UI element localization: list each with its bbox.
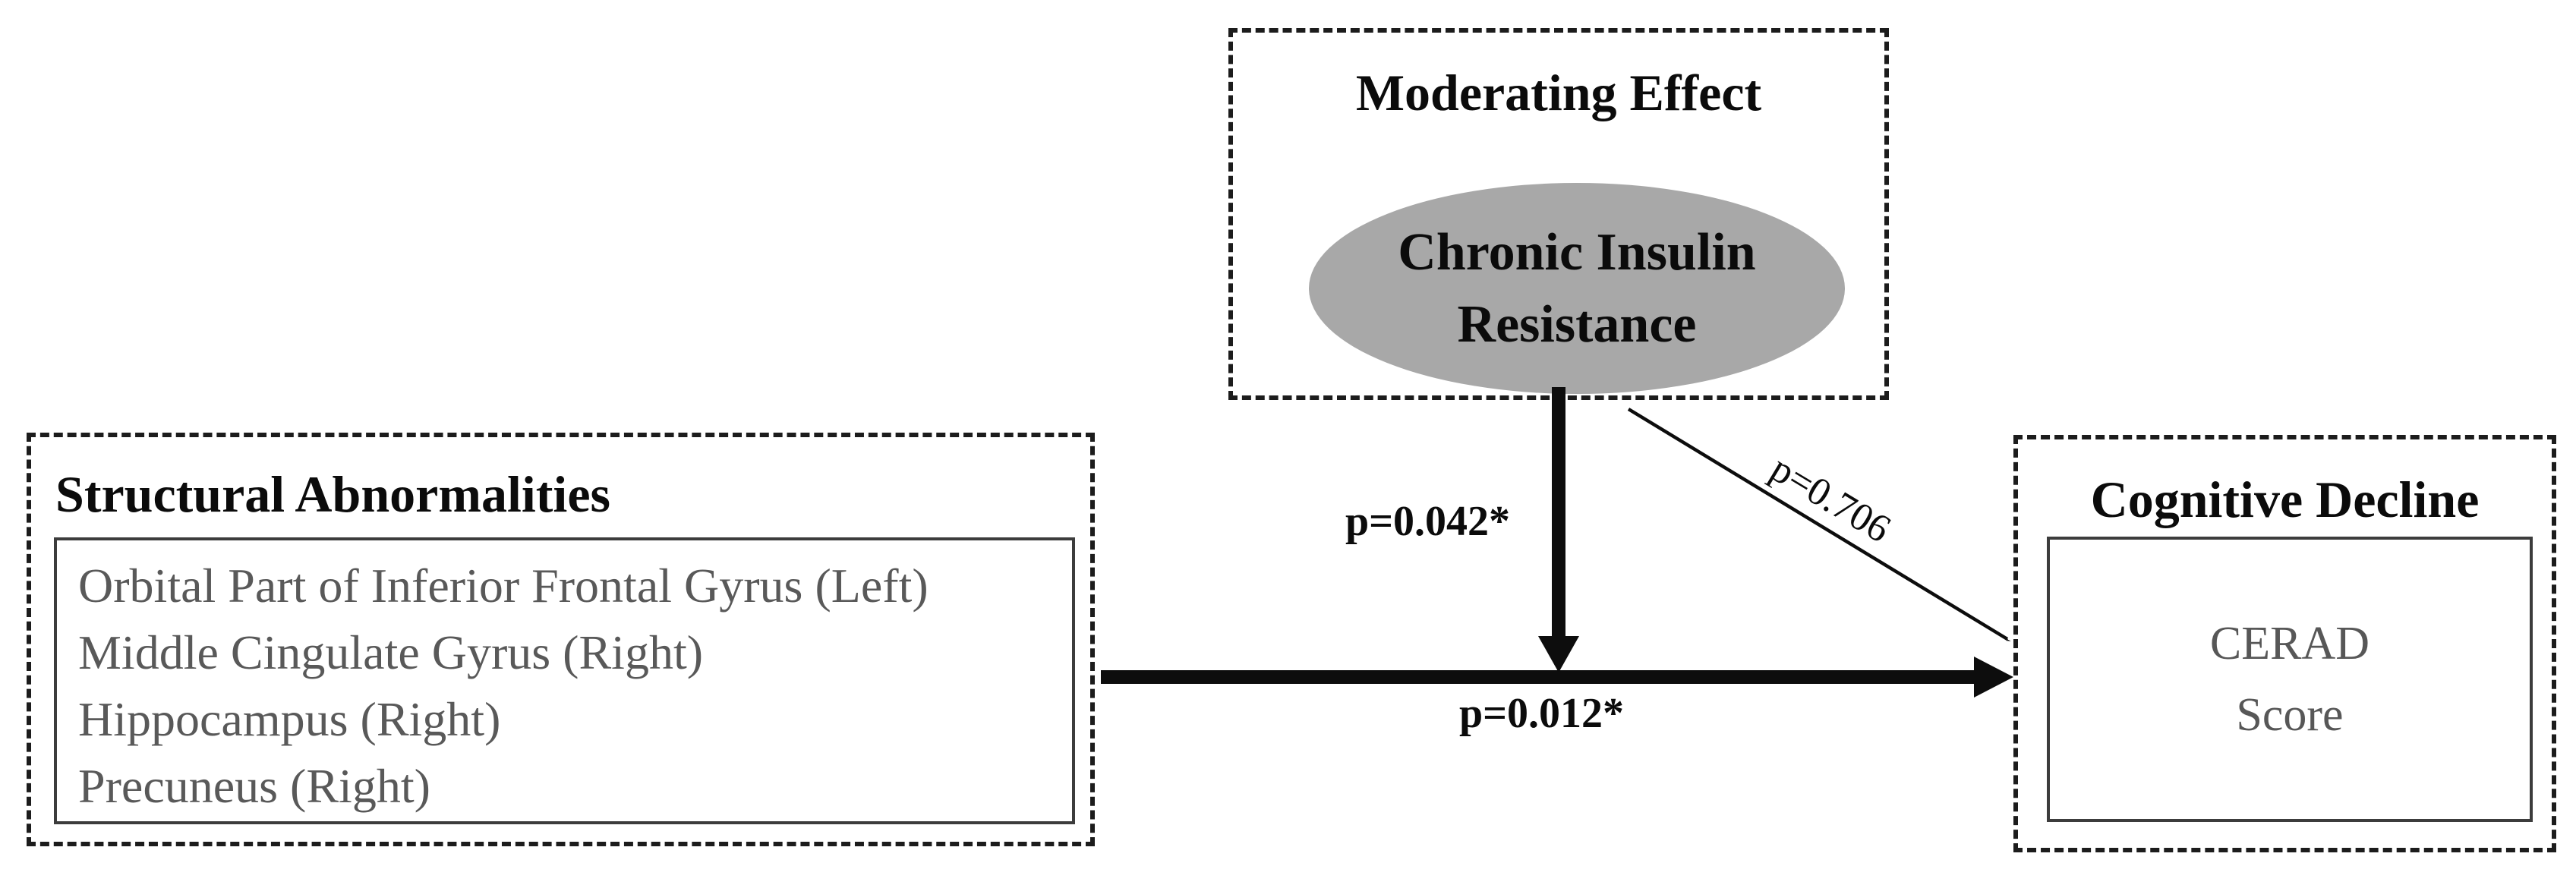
moderating-effect-box: Moderating Effect Chronic Insulin Resist…: [1228, 28, 1889, 400]
cognitive-decline-title: Cognitive Decline: [2090, 471, 2480, 528]
moderating-effect-title: Moderating Effect: [1355, 64, 1762, 121]
cerad-score-box: CERAD Score: [2047, 537, 2533, 822]
structural-abnormalities-box: Structural Abnormalities Orbital Part of…: [27, 433, 1095, 846]
brain-region-list: Orbital Part of Inferior Frontal Gyrus (…: [57, 540, 1072, 820]
moderator-direct-p-value: p=0.706: [1763, 446, 1898, 552]
moderation-p-value: p=0.042*: [1345, 498, 1511, 545]
list-item: Orbital Part of Inferior Frontal Gyrus (…: [78, 559, 929, 613]
structural-abnormalities-title: Structural Abnormalities: [55, 465, 610, 523]
list-item: Hippocampus (Right): [78, 692, 501, 746]
list-item: Precuneus (Right): [78, 759, 430, 813]
direct-path-arrow-shaft: [1101, 670, 1974, 684]
list-item: Middle Cingulate Gyrus (Right): [78, 625, 704, 679]
cerad-score-label: CERAD Score: [2209, 618, 2370, 741]
chronic-insulin-resistance-label: Chronic Insulin Resistance: [1398, 223, 1756, 354]
cognitive-decline-box: Cognitive Decline CERAD Score: [2013, 435, 2556, 852]
direct-p-value: p=0.012*: [1459, 690, 1625, 737]
chronic-insulin-resistance-ellipse: Chronic Insulin Resistance: [1309, 183, 1845, 394]
brain-regions-box: Orbital Part of Inferior Frontal Gyrus (…: [54, 537, 1075, 824]
moderation-arrow-head: [1538, 636, 1579, 672]
direct-path-arrow-head: [1974, 657, 2013, 698]
moderation-arrow-shaft: [1552, 387, 1565, 638]
